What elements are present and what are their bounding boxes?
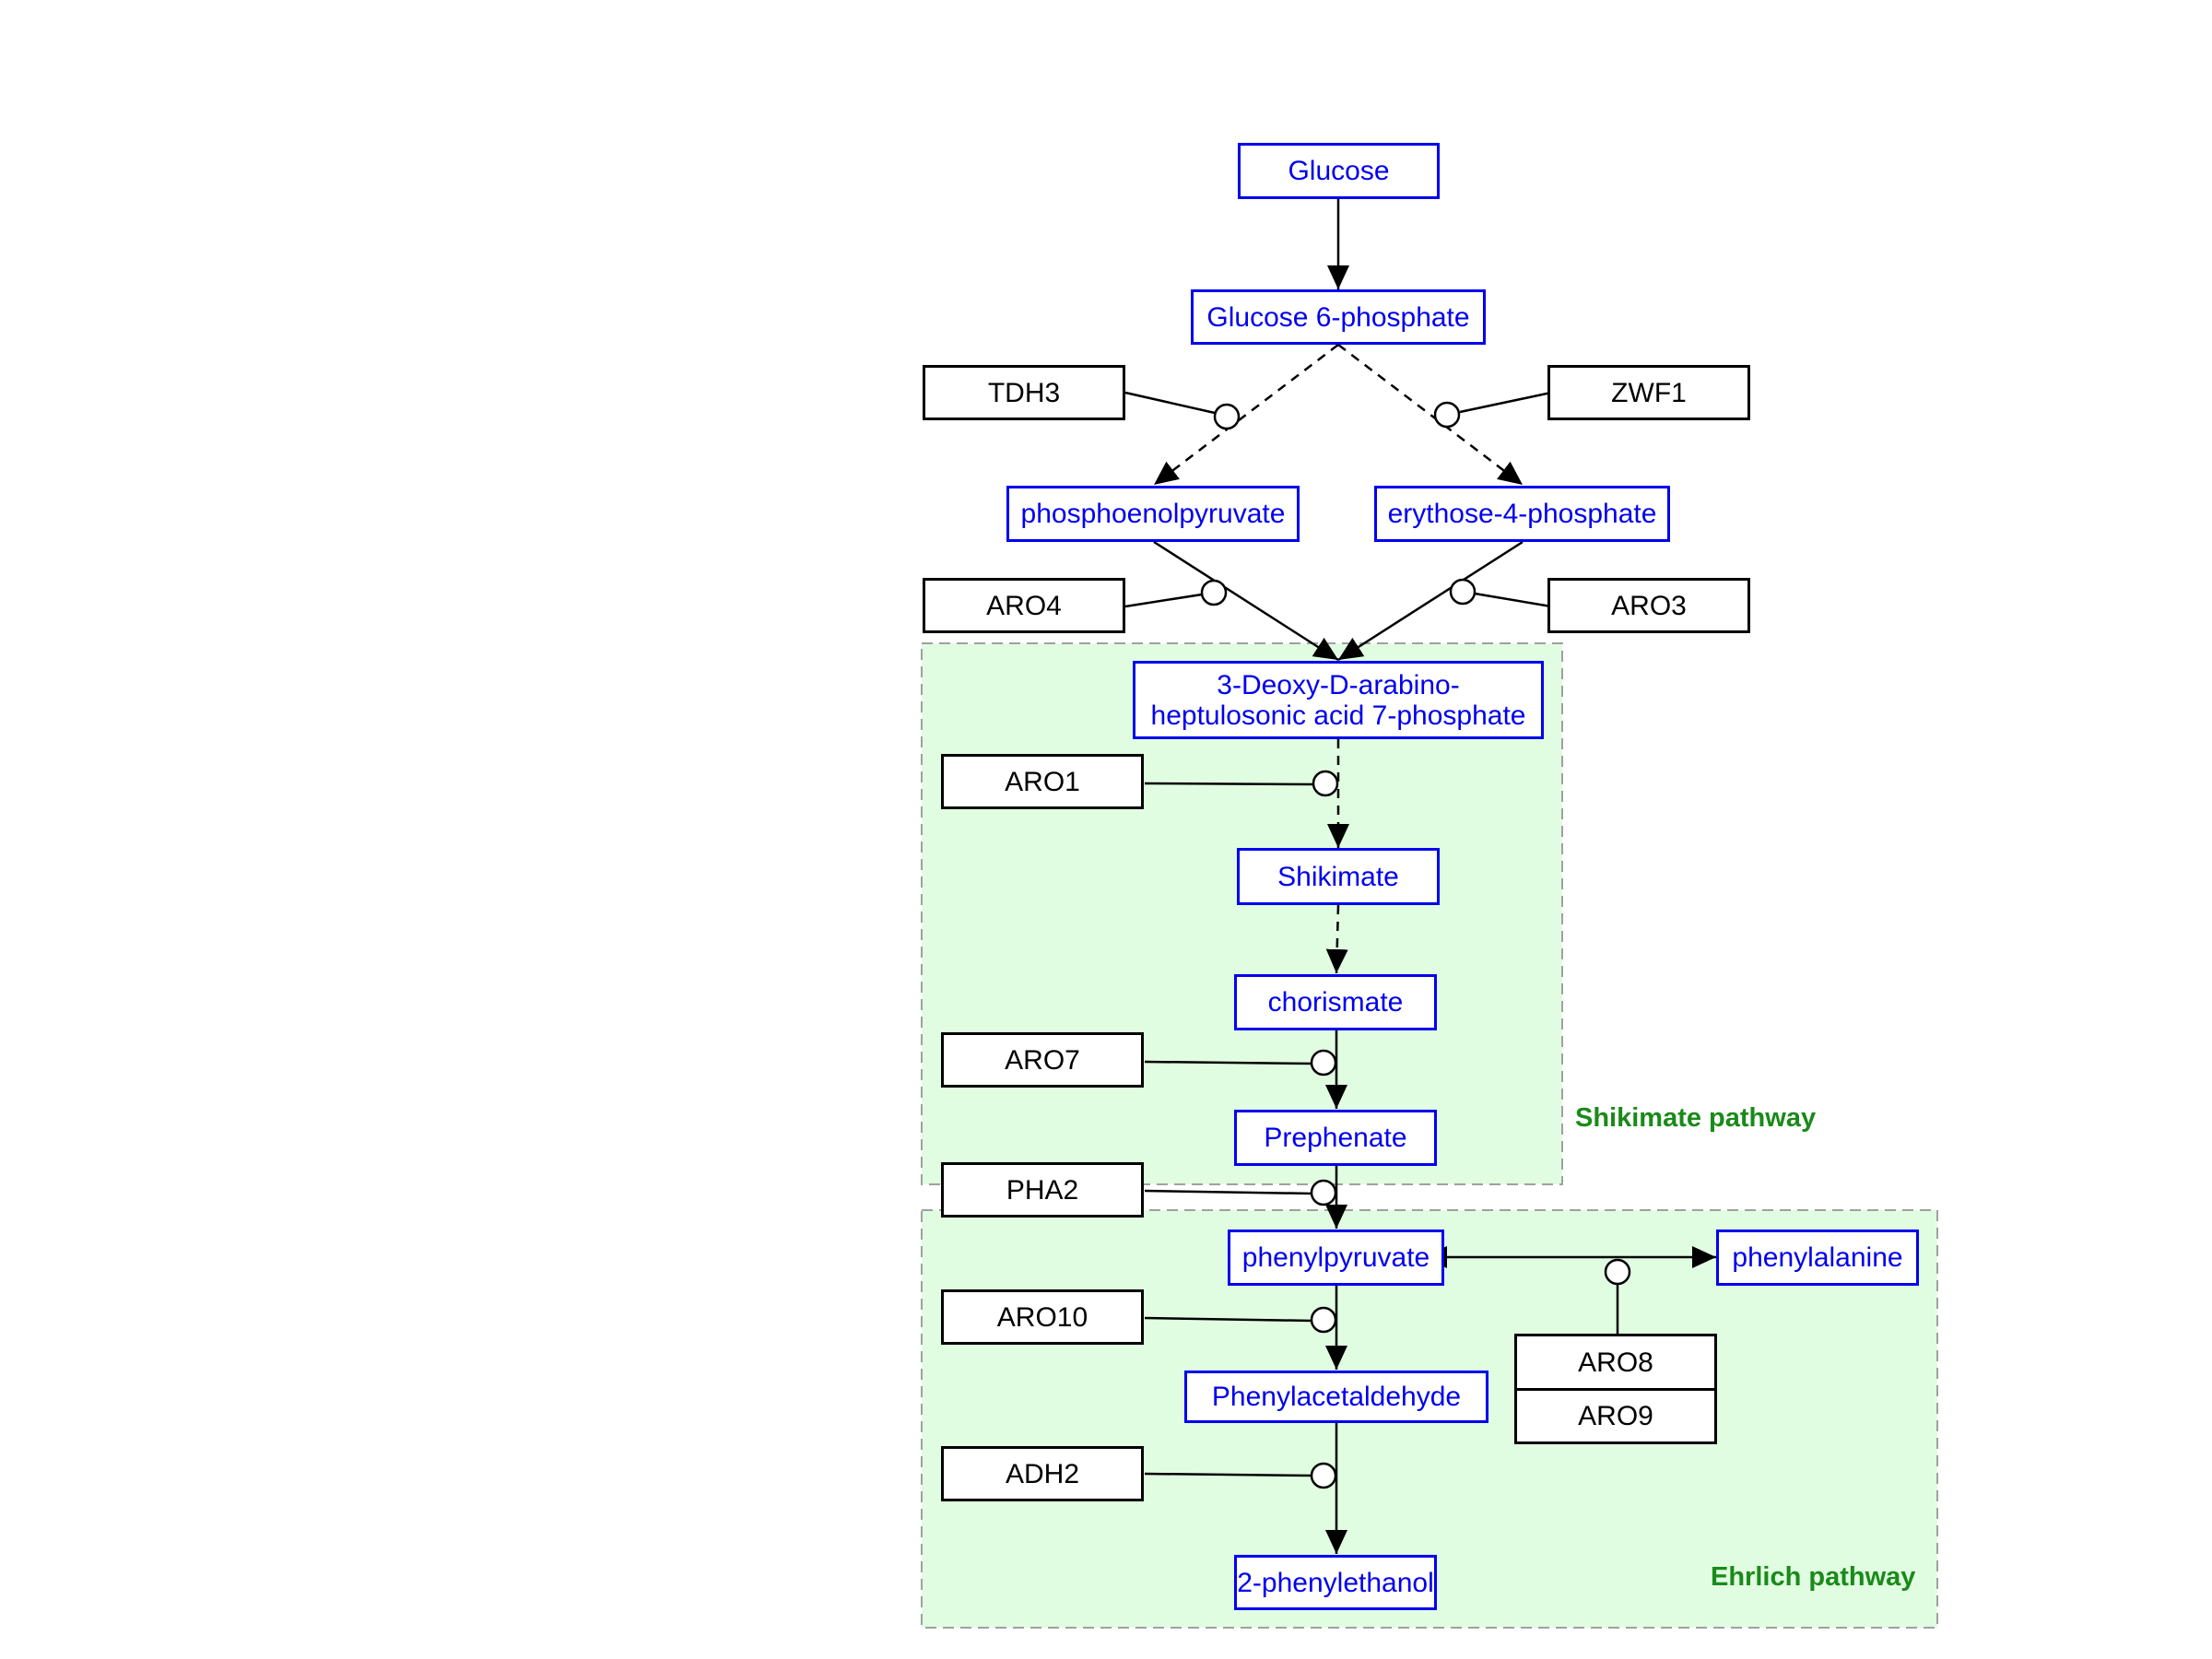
link-aro10 [1144, 1316, 1313, 1323]
enzyme-aro7[interactable]: ARO7 [941, 1032, 1144, 1088]
link-aro4 [1124, 593, 1203, 608]
catalysis-tdh3-icon [1213, 403, 1241, 430]
node-dahp[interactable]: 3-Deoxy-D-arabino- heptulosonic acid 7-p… [1133, 661, 1544, 739]
node-glucose-label: Glucose [1288, 156, 1390, 186]
enzyme-aro9-label: ARO9 [1578, 1401, 1653, 1431]
enzyme-aro10-label: ARO10 [996, 1301, 1088, 1333]
node-phosphoenolpyruvate[interactable]: phosphoenolpyruvate [1006, 486, 1300, 542]
catalysis-pha2-icon [1310, 1179, 1337, 1206]
link-aro1 [1144, 782, 1314, 786]
enzyme-adh2-label: ADH2 [1005, 1458, 1080, 1489]
node-glucose[interactable]: Glucose [1238, 143, 1440, 199]
enzyme-aro7-label: ARO7 [1005, 1044, 1080, 1076]
catalysis-aro1-icon [1312, 770, 1339, 797]
enzyme-zwf1-label: ZWF1 [1611, 377, 1687, 408]
enzyme-aro10[interactable]: ARO10 [941, 1289, 1144, 1345]
enzyme-tdh3[interactable]: TDH3 [923, 365, 1125, 420]
node-prephenate-label: Prephenate [1264, 1123, 1407, 1153]
node-dahp-label-line2: heptulosonic acid 7-phosphate [1150, 700, 1526, 731]
enzyme-pha2-label: PHA2 [1006, 1174, 1079, 1206]
link-zwf1 [1459, 391, 1552, 414]
enzyme-aro8[interactable]: ARO8 [1514, 1334, 1717, 1391]
node-phenylalanine-label: phenylalanine [1732, 1242, 1903, 1273]
enzyme-adh2[interactable]: ADH2 [941, 1446, 1144, 1501]
enzyme-aro3-label: ARO3 [1611, 590, 1687, 621]
catalysis-aro3-icon [1449, 578, 1477, 606]
catalysis-aro4-icon [1200, 579, 1228, 606]
node-shikimate[interactable]: Shikimate [1237, 848, 1440, 905]
node-2-phenylethanol-label: 2-phenylethanol [1237, 1567, 1434, 1598]
enzyme-zwf1[interactable]: ZWF1 [1547, 365, 1750, 420]
node-dahp-label-line1: 3-Deoxy-D-arabino- [1217, 669, 1460, 700]
node-chorismate-label: chorismate [1267, 987, 1404, 1018]
edge-g6p-e4p [1337, 344, 1524, 486]
node-glucose-6-phosphate-label: Glucose 6-phosphate [1206, 301, 1470, 333]
edge-e4p-dahp [1337, 540, 1524, 662]
edge-g6p-pep [1153, 344, 1339, 486]
enzyme-aro4-label: ARO4 [986, 590, 1062, 621]
node-phenylpyruvate[interactable]: phenylpyruvate [1228, 1230, 1444, 1286]
node-erythose-4-phosphate-label: erythose-4-phosphate [1387, 499, 1657, 529]
node-phenylacetaldehyde-label: Phenylacetaldehyde [1211, 1382, 1462, 1412]
edge-pep-dahp [1153, 540, 1339, 662]
node-glucose-6-phosphate[interactable]: Glucose 6-phosphate [1191, 289, 1486, 345]
link-aro3 [1474, 592, 1552, 608]
node-2-phenylethanol[interactable]: 2-phenylethanol [1234, 1555, 1437, 1610]
catalysis-adh2-icon [1310, 1462, 1337, 1489]
catalysis-aro8-aro9-icon [1604, 1258, 1631, 1286]
enzyme-tdh3-label: TDH3 [987, 377, 1061, 408]
ehrlich-pathway-label: Ehrlich pathway [1711, 1562, 1916, 1592]
enzyme-aro1-label: ARO1 [1005, 766, 1080, 797]
shikimate-pathway-label: Shikimate pathway [1575, 1103, 1817, 1133]
enzyme-aro8-label: ARO8 [1578, 1347, 1653, 1378]
node-phosphoenolpyruvate-label: phosphoenolpyruvate [1020, 499, 1286, 529]
link-aro7 [1144, 1060, 1313, 1065]
edge-shikimate-chorismate [1325, 904, 1348, 974]
node-phenylpyruvate-label: phenylpyruvate [1241, 1242, 1430, 1273]
node-phenylalanine[interactable]: phenylalanine [1716, 1230, 1919, 1286]
catalysis-aro10-icon [1310, 1306, 1337, 1334]
enzyme-pha2[interactable]: PHA2 [941, 1162, 1144, 1218]
catalysis-aro7-icon [1310, 1049, 1337, 1077]
node-chorismate[interactable]: chorismate [1234, 974, 1437, 1030]
node-prephenate[interactable]: Prephenate [1234, 1110, 1437, 1166]
link-adh2 [1144, 1472, 1313, 1477]
link-pha2 [1144, 1189, 1313, 1195]
link-tdh3 [1124, 391, 1216, 415]
enzyme-aro4[interactable]: ARO4 [923, 578, 1125, 633]
enzyme-aro9[interactable]: ARO9 [1514, 1388, 1717, 1444]
catalysis-zwf1-icon [1433, 401, 1461, 429]
node-erythose-4-phosphate[interactable]: erythose-4-phosphate [1374, 486, 1670, 542]
enzyme-aro1[interactable]: ARO1 [941, 754, 1144, 809]
enzyme-aro3[interactable]: ARO3 [1547, 578, 1750, 633]
node-shikimate-label: Shikimate [1277, 861, 1399, 892]
node-phenylacetaldehyde[interactable]: Phenylacetaldehyde [1184, 1371, 1488, 1423]
